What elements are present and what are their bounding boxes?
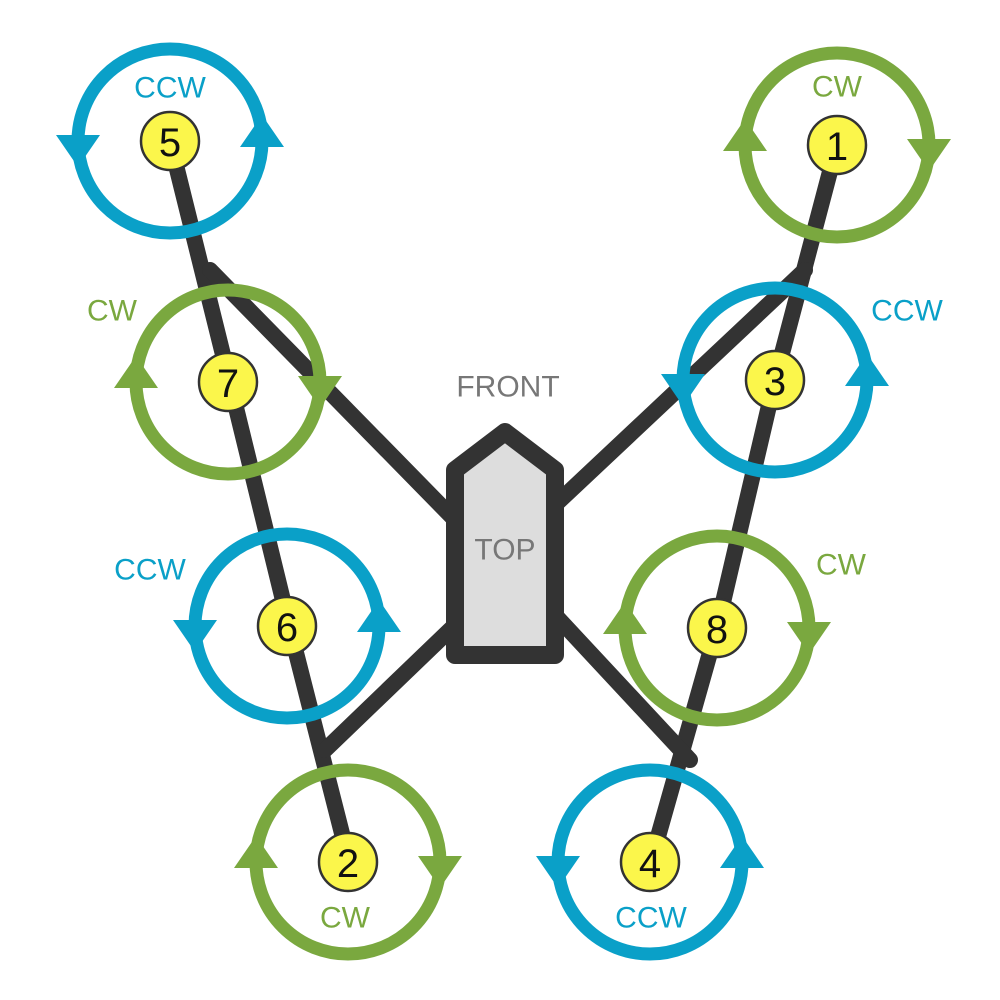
motor-hubs: 1 2 3 4 5 6 7 8: [139, 110, 868, 893]
motor-8-rotation: [603, 529, 831, 727]
motor-hub-circle: [139, 110, 201, 172]
rotation-arrowhead-icon: [357, 600, 401, 632]
motor-7-hub: 7: [197, 351, 259, 413]
rotation-arrowhead-icon: [234, 836, 278, 868]
motor-7-rotation: [114, 283, 342, 481]
rotation-direction-labels: CW CW CCW CCW CCW CCW CW CW: [87, 71, 943, 935]
rotation-arrowhead-icon: [56, 135, 100, 167]
rotation-arrowhead-icon: [907, 139, 951, 171]
propeller-rotation-rings: [56, 42, 951, 961]
motor-3-hub: 3: [744, 349, 806, 411]
motor-6-hub: 6: [256, 595, 318, 657]
motor-hub-circle: [744, 349, 806, 411]
rotation-arrowhead-icon: [661, 374, 705, 406]
motor-3-rotation: [661, 281, 889, 479]
motor-number: 4: [639, 842, 661, 886]
motor-8-hub: 8: [686, 597, 748, 659]
motor-hub-circle: [686, 597, 748, 659]
motor-number: 1: [826, 125, 848, 169]
motor-hub-circle: [317, 831, 379, 893]
rotation-arrowhead-icon: [418, 856, 462, 888]
motor-hub-circle: [619, 831, 681, 893]
frame-arm: [162, 133, 238, 391]
motor-5-hub: 5: [139, 110, 201, 172]
motor-1-direction-label: CW: [812, 71, 863, 104]
motor-7-direction-label: CW: [87, 295, 138, 328]
motor-2-direction-label: CW: [320, 902, 371, 935]
frame-arm: [222, 375, 298, 637]
motor-5-direction-label: CCW: [134, 72, 206, 105]
rotation-arrowhead-icon: [298, 376, 342, 408]
motor-number: 7: [217, 362, 239, 406]
motor-2-hub: 2: [317, 831, 379, 893]
motor-1-rotation: [723, 46, 951, 244]
rotation-arrowhead-icon: [603, 602, 647, 634]
frame-body: TOP FRONT: [446, 371, 564, 664]
motor-hub-circle: [256, 595, 318, 657]
motor-number: 6: [276, 606, 298, 650]
motor-hub-circle: [806, 114, 868, 176]
motor-6-direction-label: CCW: [114, 554, 186, 587]
motor-2-rotation: [234, 763, 462, 961]
rotation-arrowhead-icon: [787, 622, 831, 654]
motor-4-hub: 4: [619, 831, 681, 893]
motor-4-direction-label: CCW: [615, 902, 687, 935]
rotation-arrowhead-icon: [845, 354, 889, 386]
motor-number: 3: [764, 360, 786, 404]
motor-5-rotation: [56, 42, 284, 240]
frame-body-shape: [446, 423, 564, 664]
frame-arm: [317, 617, 463, 758]
motor-3-direction-label: CCW: [871, 295, 943, 328]
rotation-arrowhead-icon: [536, 856, 580, 888]
rotation-arrowhead-icon: [720, 836, 764, 868]
motor-4-rotation: [536, 763, 764, 961]
motor-hub-circle: [197, 351, 259, 413]
frame-arm: [709, 372, 783, 636]
motor-number: 8: [706, 608, 728, 652]
rotation-arrowhead-icon: [114, 356, 158, 388]
motor-1-hub: 1: [806, 114, 868, 176]
rotation-arrowhead-icon: [723, 119, 767, 151]
motor-number: 2: [337, 842, 359, 886]
motor-8-direction-label: CW: [816, 549, 867, 582]
rotation-arrowhead-icon: [240, 115, 284, 147]
motor-6-rotation: [173, 527, 401, 725]
motor-number: 5: [159, 121, 181, 165]
front-label: FRONT: [456, 371, 559, 404]
frame-arm: [547, 607, 698, 768]
top-label: TOP: [474, 534, 535, 567]
frame-arm: [202, 262, 463, 528]
rotation-arrowhead-icon: [173, 620, 217, 652]
